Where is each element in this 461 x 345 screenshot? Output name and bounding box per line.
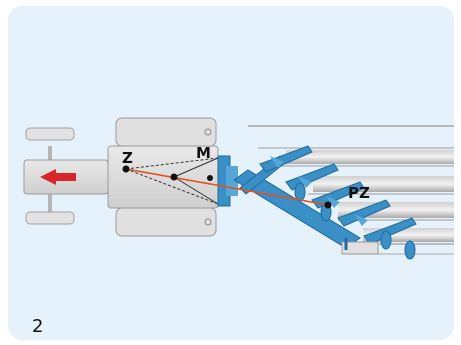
arrow-left-icon [40, 169, 76, 185]
plough-main-beam [233, 169, 361, 249]
linkage-lines [125, 157, 219, 205]
front-wheel-right [25, 211, 75, 225]
point-linkage [207, 175, 213, 181]
tractor-icon [23, 117, 219, 237]
rear-wheel-left [115, 117, 217, 147]
front-wheel-left [25, 127, 75, 141]
label-m: M [196, 144, 211, 162]
tractor-plough-diagram: Z M PZ [23, 117, 454, 260]
label-pz: PZ [348, 184, 370, 202]
plough-icon [217, 145, 417, 260]
pull-line [125, 168, 329, 206]
point-m [170, 173, 178, 181]
plough-support-wheel [341, 241, 379, 255]
point-pz [324, 201, 332, 209]
furrow-2 [313, 176, 454, 192]
rear-wheel-right [115, 207, 217, 237]
label-z: Z [122, 149, 133, 167]
figure-number: 2 [32, 316, 44, 337]
point-z [122, 165, 130, 173]
figure-panel: Z M PZ 2 [8, 6, 454, 340]
furrow-1 [286, 150, 454, 164]
